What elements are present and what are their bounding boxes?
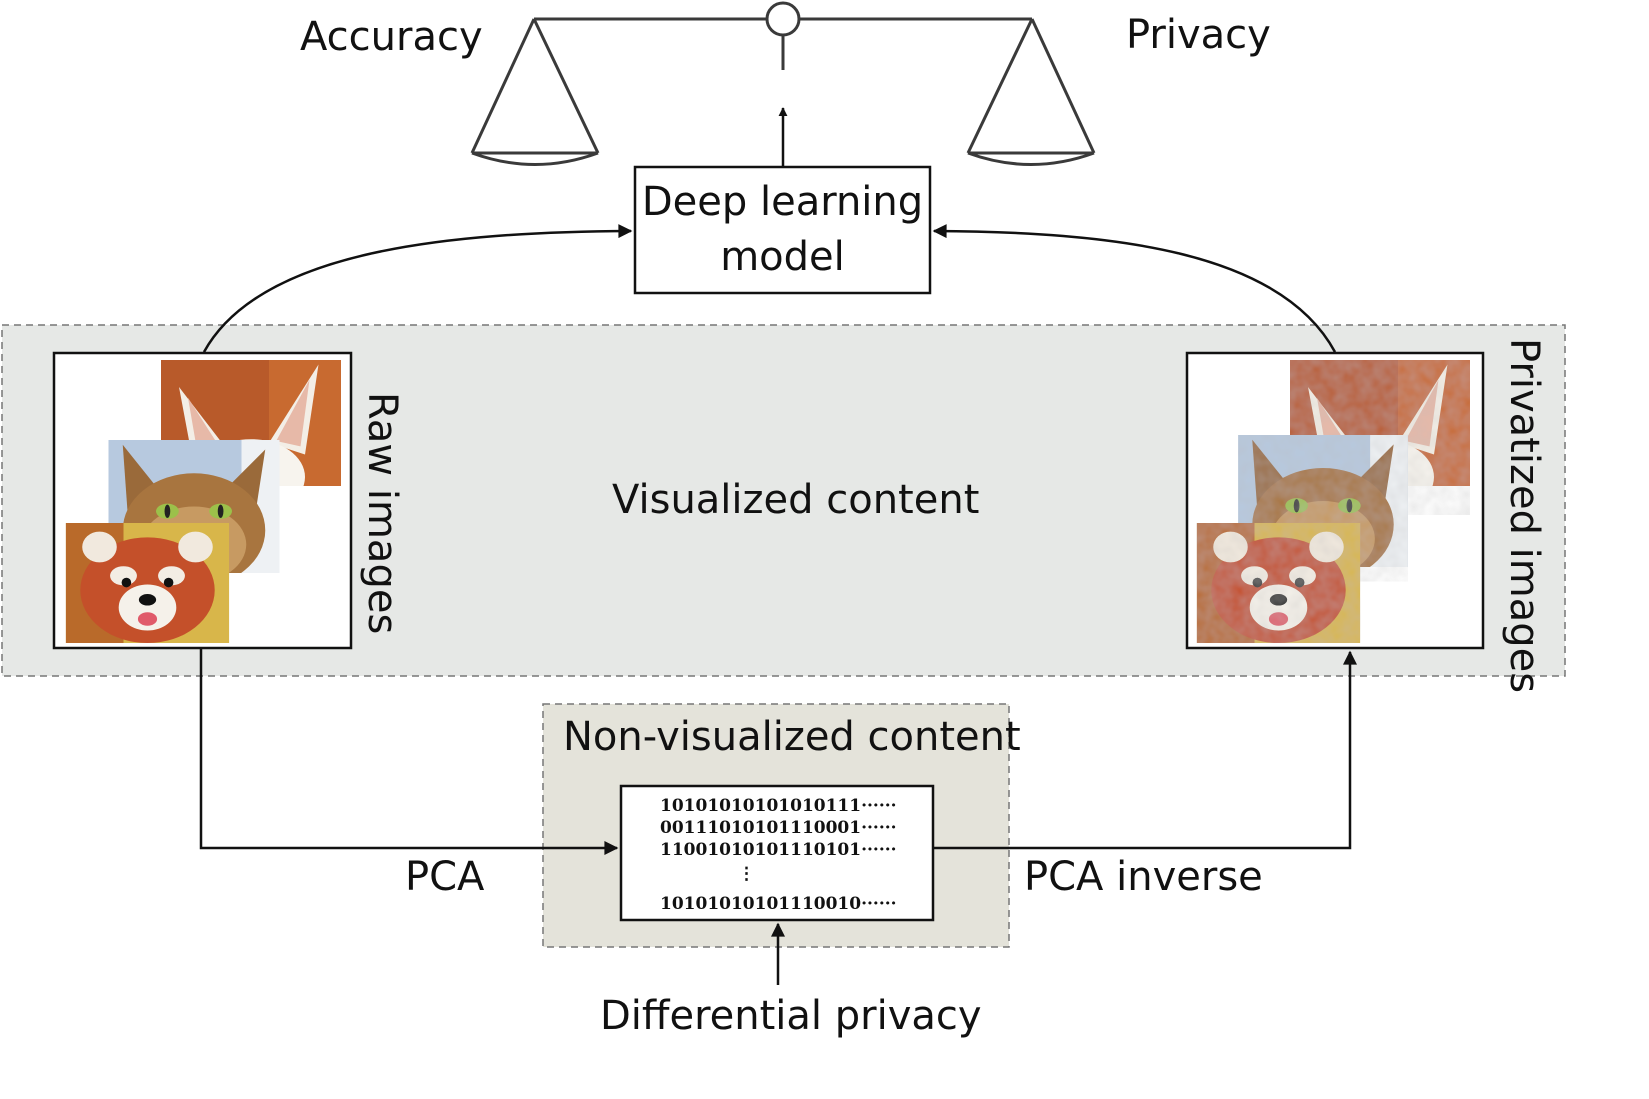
pca-inverse-arrow xyxy=(933,650,1357,850)
code-line-2: 00111010101110001······ xyxy=(660,818,897,838)
differential-privacy-label: Differential privacy xyxy=(600,993,982,1039)
visualized-content-label: Visualized content xyxy=(612,477,980,523)
code-line-ellipsis: ⋮ xyxy=(738,864,755,884)
privatized-red-panda-image xyxy=(1197,523,1360,643)
raw-to-model-arrow xyxy=(202,224,633,353)
pca-inverse-label: PCA inverse xyxy=(1024,854,1263,900)
privatized-to-model-arrow xyxy=(932,224,1337,353)
code-line-1: 10101010101010111······ xyxy=(660,796,897,816)
pca-arrow xyxy=(199,648,619,855)
scale-pivot xyxy=(765,1,801,37)
deep-learning-model-box xyxy=(633,165,932,295)
raw-images-label: Raw images xyxy=(359,392,405,635)
accuracy-label: Accuracy xyxy=(300,14,483,60)
non-visualized-content-title: Non-visualized content xyxy=(563,714,1021,760)
right-scale-pan xyxy=(966,18,1096,166)
raw-images-stack xyxy=(52,351,353,650)
code-line-3: 11001010101110101······ xyxy=(660,840,897,860)
model-label-line1: Deep learning xyxy=(641,179,924,225)
model-label-line2: model xyxy=(720,234,845,280)
raw-red-panda-image xyxy=(66,523,229,643)
privatized-images-stack xyxy=(1185,351,1485,650)
left-scale-pan xyxy=(470,18,600,166)
privatized-images-label: Privatized images xyxy=(1501,338,1547,694)
balance-scale xyxy=(470,1,1096,166)
code-line-5: 10101010101110010······ xyxy=(660,894,897,914)
encoded-data-box xyxy=(619,784,935,922)
pca-label: PCA xyxy=(405,854,485,900)
privacy-label: Privacy xyxy=(1126,12,1271,58)
